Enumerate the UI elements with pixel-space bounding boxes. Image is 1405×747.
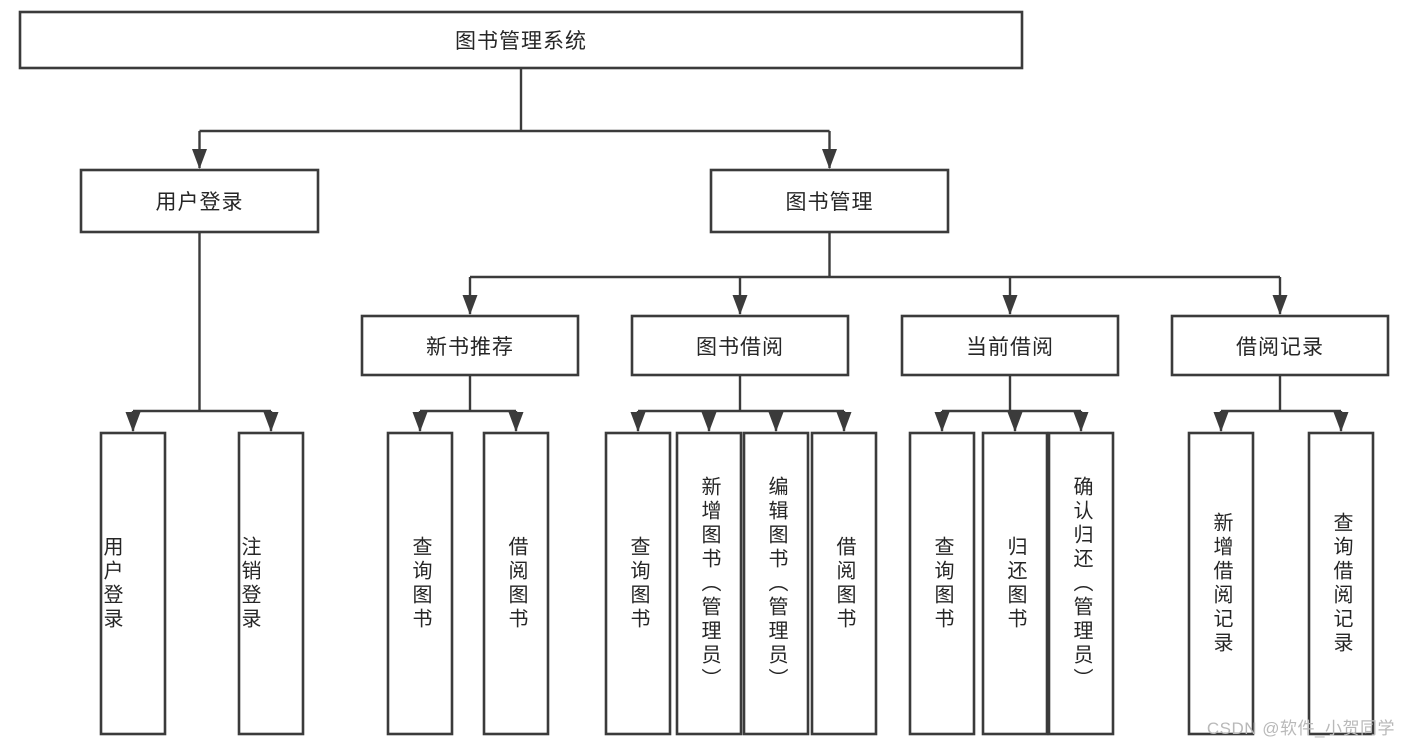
arrowhead-leaf xyxy=(1213,412,1229,432)
leaf-box-借阅图书 xyxy=(810,431,878,736)
leaf-box-用户登录 xyxy=(99,431,167,736)
arrowhead-图书借阅 xyxy=(732,295,748,315)
node-box-图书管理 xyxy=(709,168,950,234)
leaf-box-新增借阅记录 xyxy=(1187,431,1255,736)
node-box-当前借阅 xyxy=(900,314,1120,377)
arrowhead-leaf xyxy=(1073,412,1089,432)
arrowhead-用户登录 xyxy=(192,149,207,169)
node-box-root xyxy=(18,10,1024,70)
arrowhead-图书管理 xyxy=(822,149,837,169)
node-box-借阅记录 xyxy=(1170,314,1390,377)
box-group xyxy=(18,10,1390,736)
leaf-box-查询图书 xyxy=(604,431,672,736)
arrowhead-leaf xyxy=(508,412,524,432)
leaf-box-查询图书 xyxy=(386,431,454,736)
leaf-box-归还图书 xyxy=(981,431,1049,736)
arrowhead-leaf xyxy=(1333,412,1349,432)
arrowhead-leaf xyxy=(630,412,646,432)
leaf-box-新增图书管理员 xyxy=(675,431,743,736)
leaf-box-查询图书 xyxy=(908,431,976,736)
arrowhead-leaf xyxy=(768,412,784,432)
arrowhead-新书推荐 xyxy=(462,295,478,315)
edge-group xyxy=(125,68,1349,432)
arrowhead-leaf xyxy=(934,412,950,432)
leaf-box-查询借阅记录 xyxy=(1307,431,1375,736)
arrowhead-当前借阅 xyxy=(1002,295,1018,315)
arrowhead-leaf xyxy=(125,412,141,432)
leaf-box-确认归还管理员 xyxy=(1047,431,1115,736)
arrowhead-借阅记录 xyxy=(1272,295,1288,315)
leaf-box-注销登录 xyxy=(237,431,305,736)
node-box-图书借阅 xyxy=(630,314,850,377)
arrowhead-leaf xyxy=(412,412,428,432)
arrowhead-leaf xyxy=(701,412,717,432)
node-box-用户登录 xyxy=(79,168,320,234)
arrowhead-leaf xyxy=(1007,412,1023,432)
arrowhead-leaf xyxy=(836,412,852,432)
arrowhead-leaf xyxy=(263,412,279,432)
leaf-box-编辑图书管理员 xyxy=(742,431,810,736)
node-box-新书推荐 xyxy=(360,314,580,377)
csdn-watermark: CSDN @软件_小贺同学 xyxy=(1206,719,1395,738)
leaf-box-借阅图书 xyxy=(482,431,550,736)
